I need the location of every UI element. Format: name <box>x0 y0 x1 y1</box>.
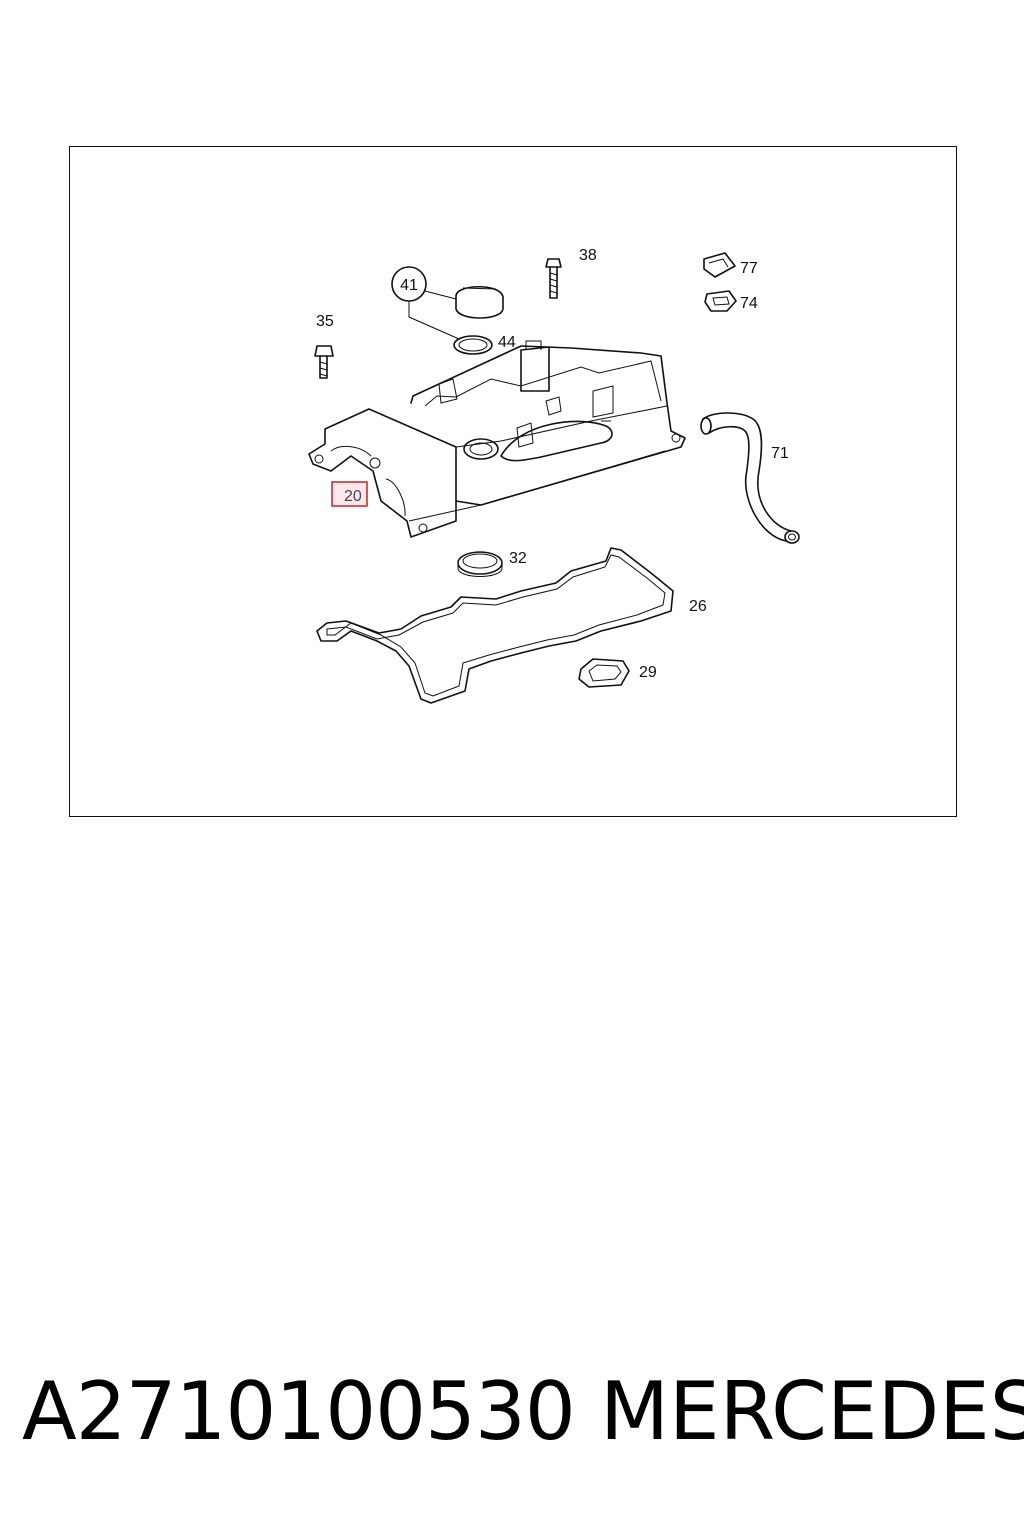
part-71-breather-hose <box>700 412 800 544</box>
callout-71[interactable]: 71 <box>771 445 789 462</box>
part-41-oil-cap <box>391 266 504 340</box>
callout-26[interactable]: 26 <box>689 598 707 615</box>
part-number: A2710100530 <box>22 1365 576 1458</box>
part-35-bolt <box>314 345 334 379</box>
callout-20[interactable]: 20 <box>344 488 362 505</box>
part-29-seal <box>578 658 630 688</box>
part-26-gasket <box>316 547 674 704</box>
part-77-clip <box>703 252 736 278</box>
callout-41[interactable]: 41 <box>400 277 418 294</box>
brand-name: MERCEDES <box>600 1365 1024 1458</box>
callout-32[interactable]: 32 <box>509 550 527 567</box>
parts-diagram-frame: 41 38 77 74 35 44 71 20 32 26 29 <box>69 146 957 817</box>
callout-77[interactable]: 77 <box>740 260 758 277</box>
callout-35[interactable]: 35 <box>316 313 334 330</box>
callout-44[interactable]: 44 <box>498 334 516 351</box>
part-74-clip <box>704 290 737 312</box>
callout-20-highlight[interactable] <box>331 481 368 507</box>
callout-74[interactable]: 74 <box>740 295 758 312</box>
callout-38[interactable]: 38 <box>579 247 597 264</box>
caption: A2710100530 MERCEDES <box>22 1365 1024 1475</box>
callout-29[interactable]: 29 <box>639 664 657 681</box>
part-32-seal-ring <box>457 551 503 577</box>
part-38-bolt <box>545 258 562 299</box>
part-20-cylinder-head-cover <box>308 340 686 538</box>
part-44-seal-ring <box>453 335 493 355</box>
